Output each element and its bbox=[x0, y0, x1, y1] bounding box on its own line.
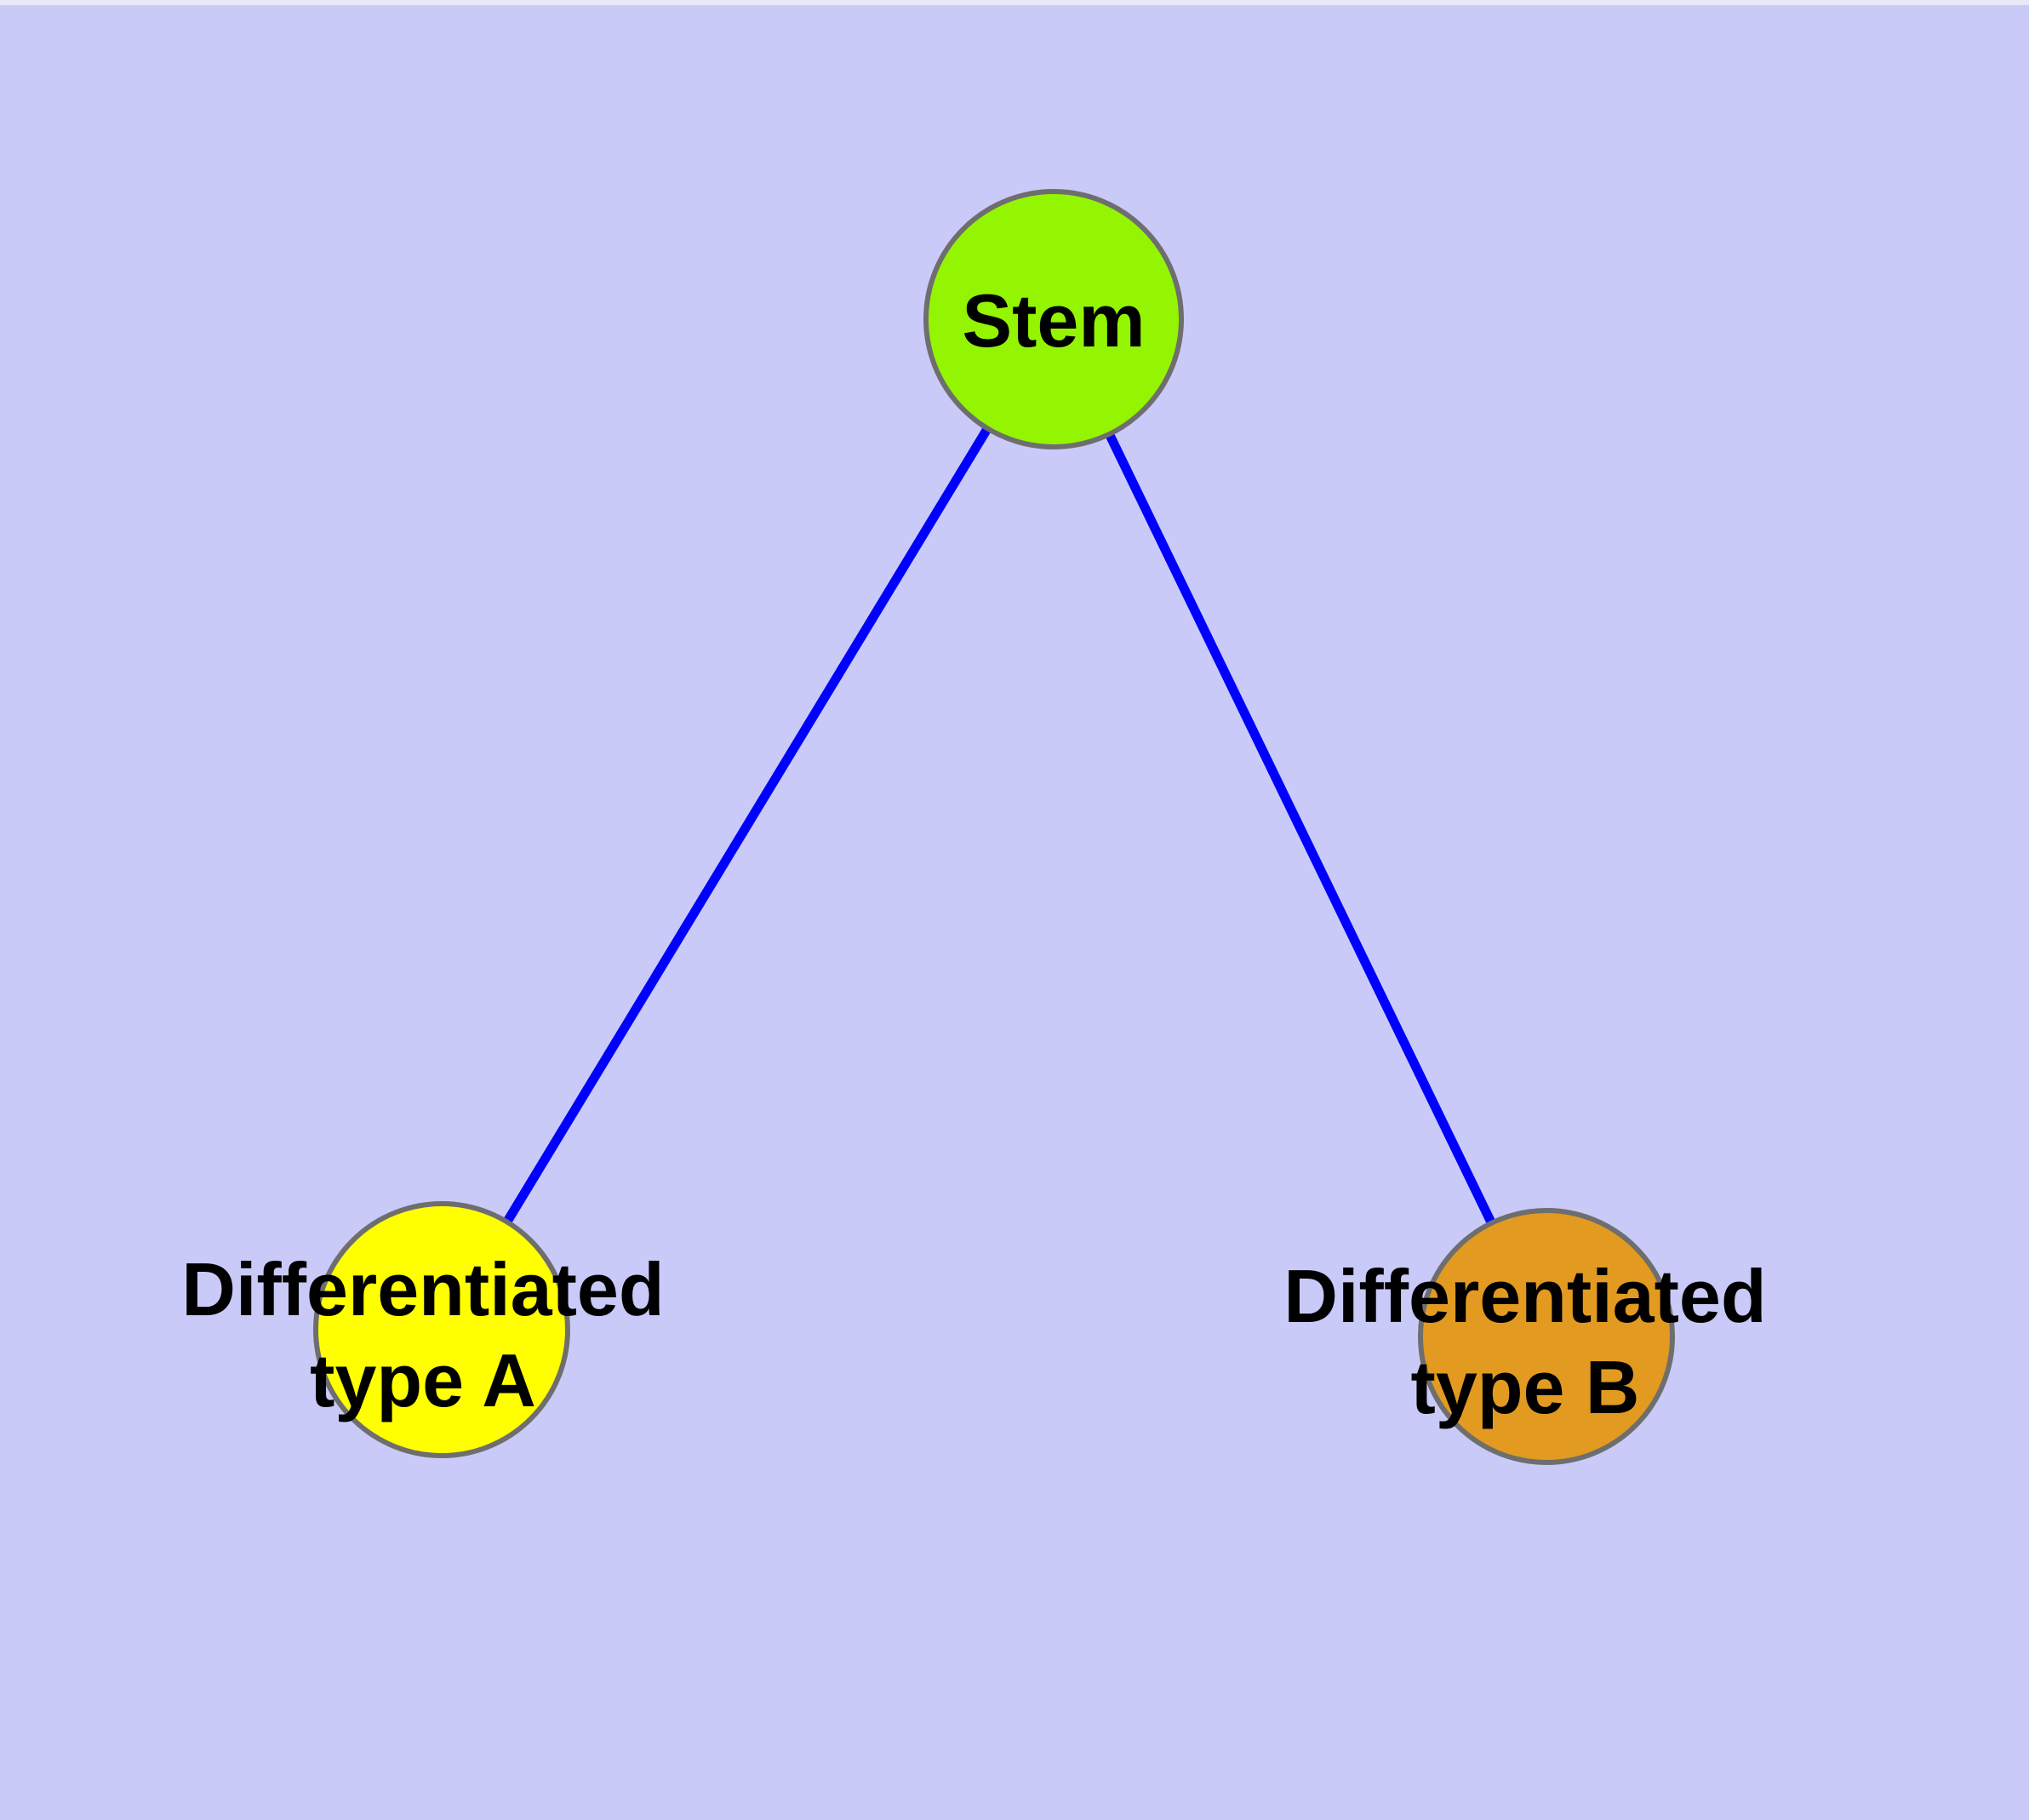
stem-node-label: Stem bbox=[962, 278, 1145, 363]
type-b-node-circle bbox=[1418, 1208, 1675, 1465]
edge-stem-to-type-a bbox=[437, 317, 1058, 1332]
type-b-node-label-line1: Differentiated bbox=[1283, 1254, 1766, 1338]
top-margin-strip bbox=[0, 0, 2029, 5]
type-b-node-label-line2: type B bbox=[1411, 1345, 1640, 1429]
stem-node-circle bbox=[923, 189, 1184, 449]
type-a-node-label-line1: Differentiated bbox=[181, 1247, 664, 1331]
type-a-node-circle bbox=[313, 1201, 570, 1458]
type-a-node-label-line2: type A bbox=[310, 1338, 536, 1422]
edge-stem-to-type-b bbox=[1049, 317, 1551, 1339]
